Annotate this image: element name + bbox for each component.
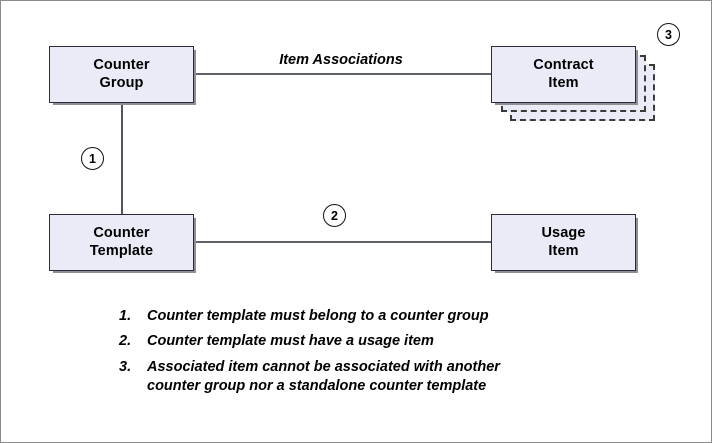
node-counter-template[interactable]: Counter Template xyxy=(49,214,194,271)
marker-1-badge[interactable]: 1 xyxy=(81,147,104,170)
edge-label-line1: Item xyxy=(279,52,310,68)
node-usage-item-line2: Item xyxy=(548,242,579,259)
node-contract-item-line1: Contract xyxy=(533,57,594,74)
legend-item-3-continuation: counter group nor a standalone counter t… xyxy=(147,377,487,394)
edge-label-item-associations: Item Associations xyxy=(256,51,426,70)
node-contract-item-line2: Item xyxy=(548,74,579,91)
legend-item-1-text: Counter template must belong to a counte… xyxy=(147,308,489,324)
legend-item-1: 1. Counter template must belong to a cou… xyxy=(119,307,659,326)
legend-item-3-number: 3. xyxy=(119,358,132,375)
node-counter-group-line2: Group xyxy=(99,74,144,91)
legend-item-3-text: Associated item cannot be associated wit… xyxy=(147,358,500,375)
marker-3-label: 3 xyxy=(665,27,672,42)
legend-item-2-text: Counter template must have a usage item xyxy=(147,333,434,350)
node-counter-template-line2: Template xyxy=(89,242,154,259)
node-usage-item[interactable]: Usage Item xyxy=(491,214,636,271)
legend-item-1-number: 1. xyxy=(119,308,132,324)
legend-list: 1. Counter template must belong to a cou… xyxy=(119,307,659,402)
marker-3-badge[interactable]: 3 xyxy=(657,23,680,46)
marker-2-badge[interactable]: 2 xyxy=(323,204,346,227)
edge-label-line2: Associations xyxy=(312,52,403,68)
node-counter-group-line1: Counter xyxy=(93,57,150,74)
node-usage-item-line1: Usage xyxy=(541,225,586,242)
legend-item-2-number: 2. xyxy=(119,333,132,350)
node-counter-template-line1: Counter xyxy=(93,225,150,242)
legend-item-2: 2. Counter template must have a usage it… xyxy=(119,332,659,351)
node-counter-group[interactable]: Counter Group xyxy=(49,46,194,103)
marker-2-label: 2 xyxy=(331,208,338,223)
marker-1-label: 1 xyxy=(89,151,96,166)
node-contract-item[interactable]: Contract Item xyxy=(491,46,636,103)
legend-item-3: 3. Associated item cannot be associated … xyxy=(119,358,659,397)
